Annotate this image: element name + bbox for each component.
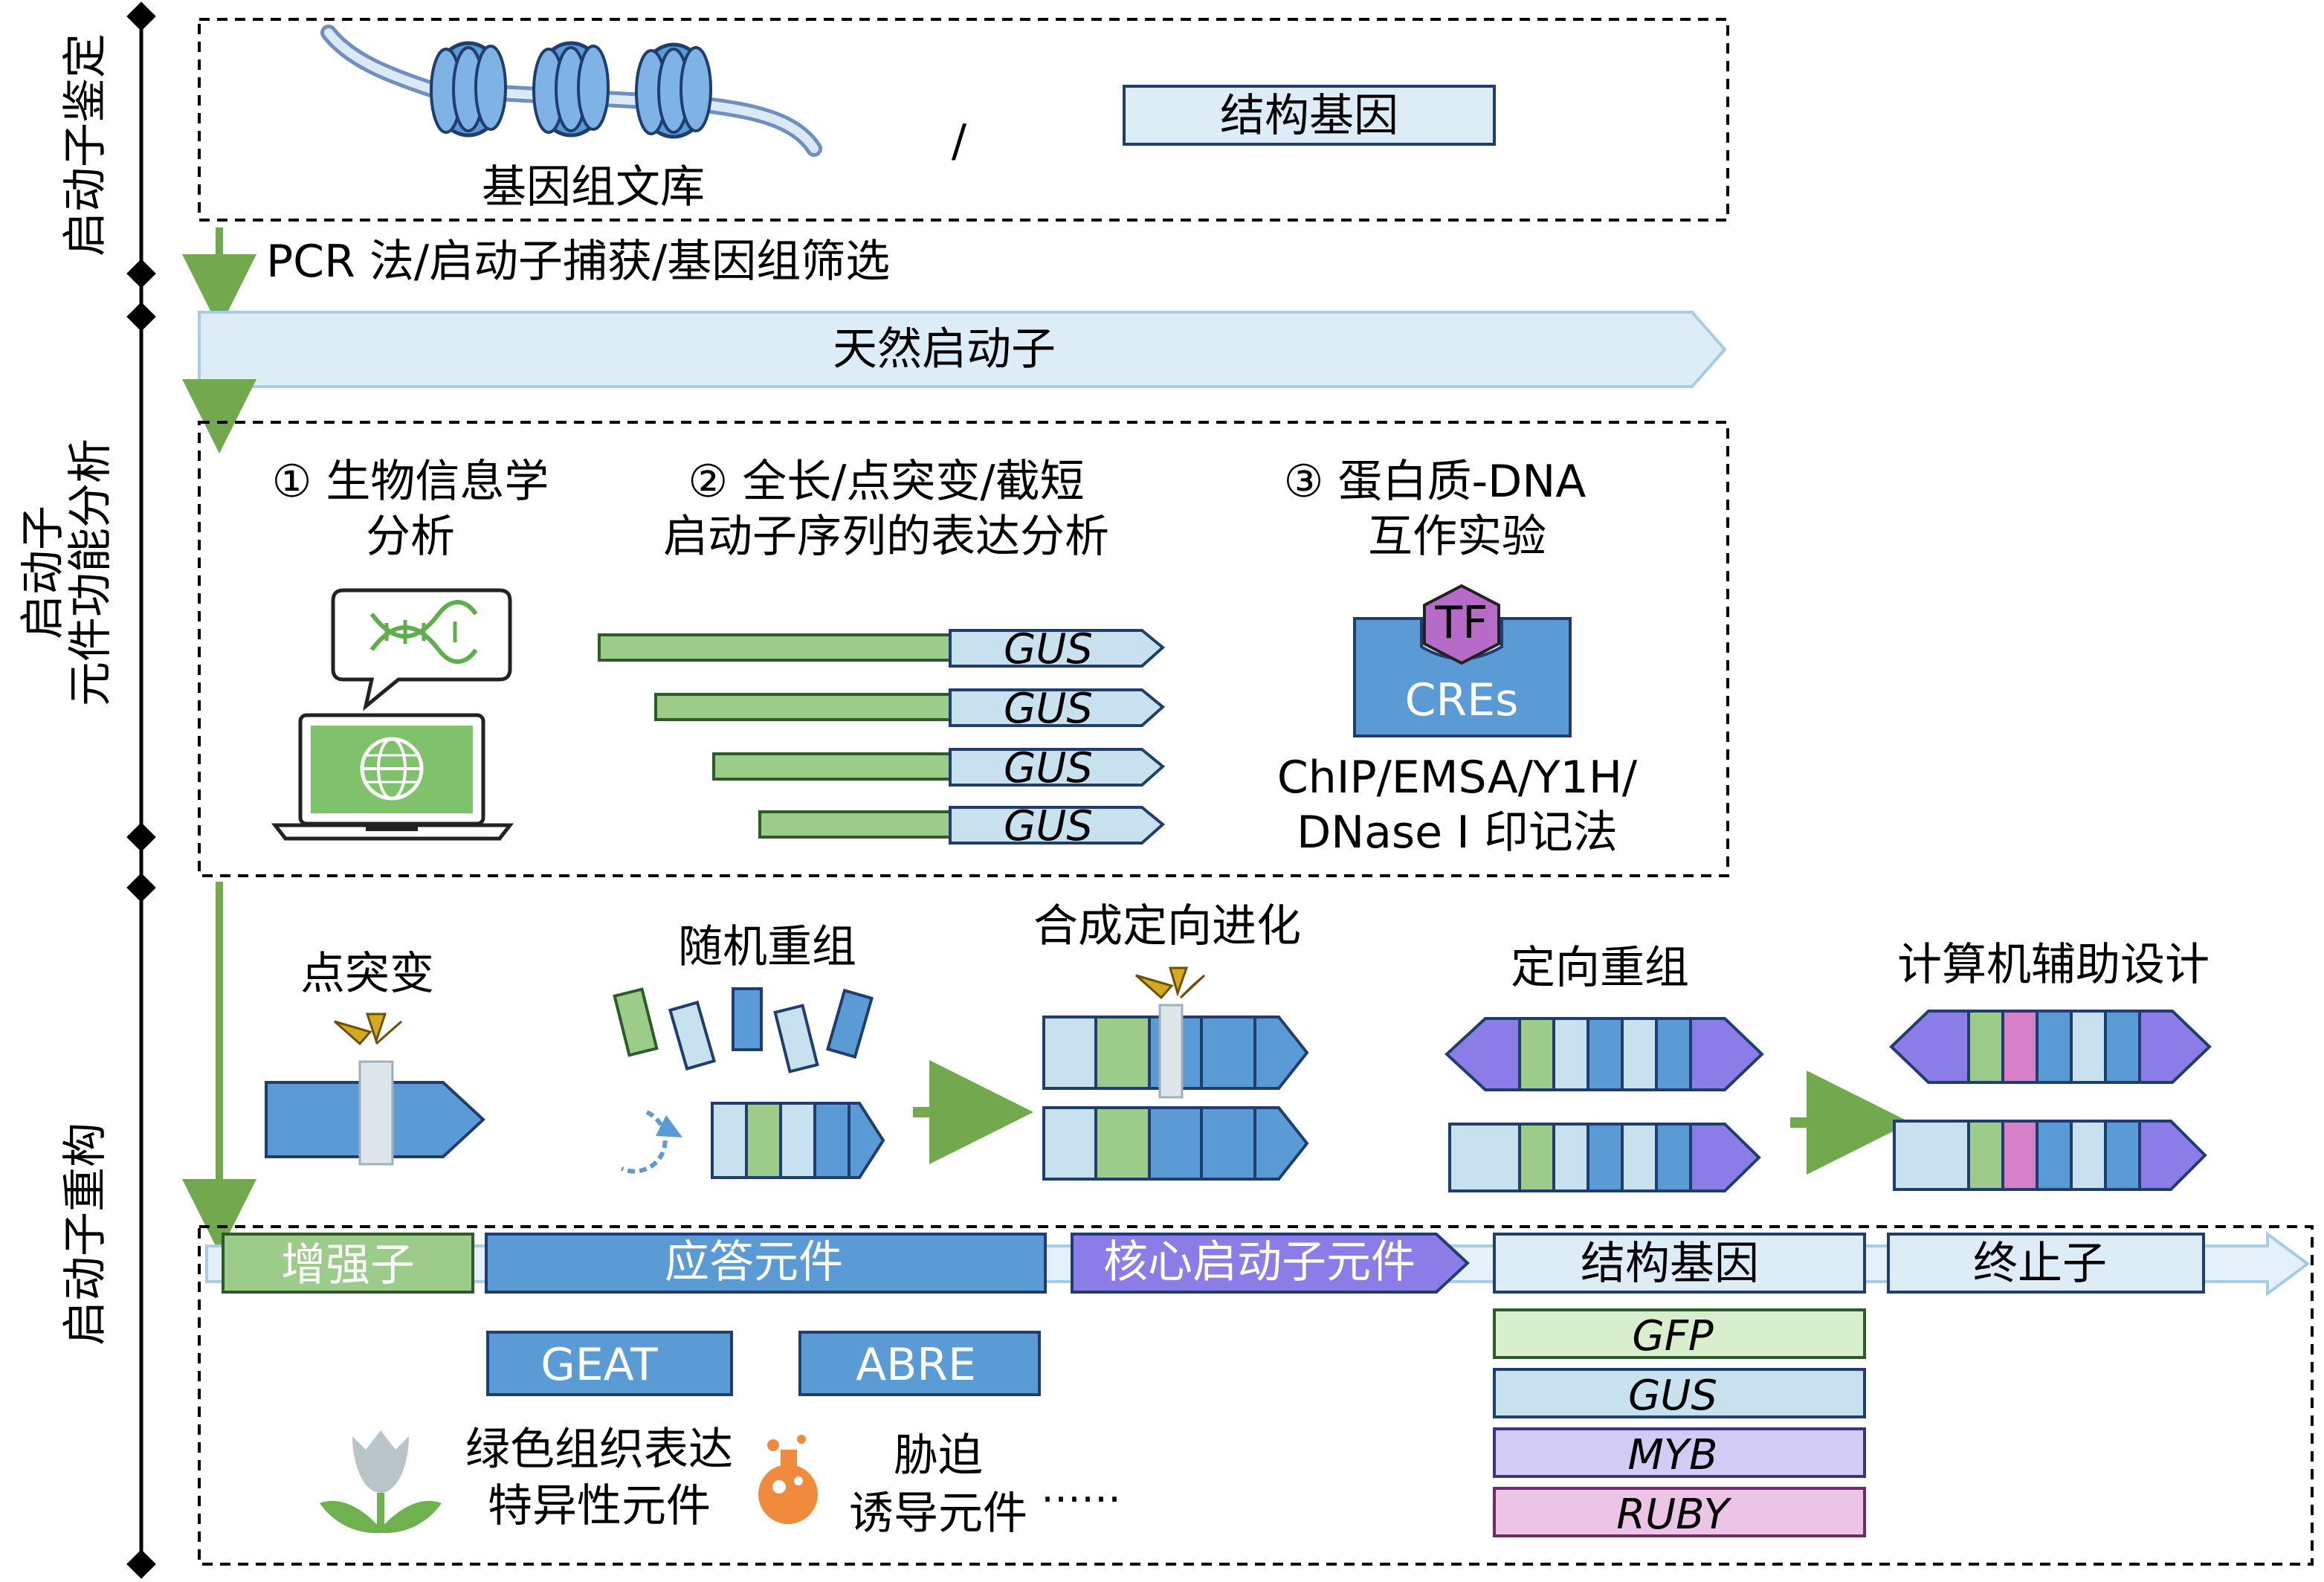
gfp-label: GFP (1632, 1312, 1714, 1360)
bioinfo-title-line1: ① 生物信息学 (272, 456, 549, 508)
structural-gene-label: 结构基因 (1220, 90, 1398, 142)
response-elements-box (485, 1233, 1047, 1294)
promoter-fragment (712, 752, 952, 781)
directed-evolution-label: 合成定向进化 (1033, 900, 1301, 952)
gfp-box (1493, 1308, 1866, 1359)
response-elements-label: 应答元件 (665, 1236, 843, 1288)
section-label-analysis-line1: 启动子 (17, 506, 69, 639)
promoter-fragment (598, 633, 952, 662)
stress-line1: 胁迫 (894, 1430, 983, 1482)
myb-box (1493, 1427, 1866, 1478)
timeline-marker (126, 1549, 156, 1579)
enhancer-box (222, 1233, 474, 1294)
random-recombination-icon (613, 987, 885, 1179)
core-promoter-label: 核心启动子元件 (1103, 1236, 1416, 1288)
myb-label: MYB (1628, 1431, 1718, 1479)
stress-flask-icon (758, 1435, 818, 1524)
expression-title-line1: ② 全长/点突变/截短 (688, 456, 1084, 508)
arch-structural-gene-box (1493, 1233, 1866, 1294)
abre-label: ABRE (856, 1339, 976, 1391)
structural-gene-box (1123, 85, 1496, 146)
protein-dna-title-line2: 互作实验 (1368, 511, 1546, 563)
promoter-fragment (654, 693, 952, 721)
directed-recombination-label: 定向重组 (1511, 942, 1689, 994)
geat-box (486, 1331, 733, 1396)
tf-label: TF (1434, 597, 1488, 649)
timeline-marker (126, 302, 156, 332)
genome-library-label: 基因组文库 (482, 161, 705, 213)
analysis-box (198, 421, 1729, 877)
gus-reporter (949, 688, 1166, 727)
gus-reporter (949, 806, 1166, 845)
geat-label: GEAT (540, 1339, 658, 1391)
section-label-identification: 启动子鉴定 (59, 33, 112, 256)
computer-design-label: 计算机辅助设计 (1897, 939, 2210, 991)
point-mutation-label: 点突变 (300, 948, 434, 1000)
architecture-box (198, 1225, 2314, 1566)
green-tissue-line1: 绿色组织表达 (465, 1424, 733, 1476)
assays-line1: ChIP/EMSA/Y1H/ (1277, 752, 1638, 804)
abre-box (798, 1331, 1041, 1396)
tulip-icon (320, 1430, 442, 1534)
slash-separator: / (952, 115, 967, 167)
stress-line2: 诱导元件 (849, 1488, 1027, 1540)
gus-box (1493, 1368, 1866, 1418)
section-label-reconstruction: 启动子重构 (59, 1123, 112, 1346)
gus-label: GUS (1004, 625, 1093, 674)
terminator-box (1887, 1233, 2205, 1294)
assays-line2: DNase I 印记法 (1297, 807, 1618, 859)
timeline-marker (126, 873, 156, 903)
truncation-series: GUS GUS GUS GUS (598, 625, 1166, 850)
ellipsis: …… (1041, 1465, 1121, 1511)
arch-structural-gene-label: 结构基因 (1581, 1238, 1759, 1290)
laptop-dna-icon (271, 588, 514, 841)
gus-label: GUS (1004, 685, 1093, 733)
green-tissue-line2: 特异性元件 (488, 1480, 711, 1532)
ruby-label: RUBY (1616, 1491, 1731, 1539)
protein-dna-title-line1: ③ 蛋白质-DNA (1284, 456, 1587, 508)
core-promoter-box (1071, 1233, 1470, 1294)
timeline-marker (126, 1, 156, 31)
timeline-marker (126, 822, 156, 852)
gus-label: GUS (1004, 744, 1093, 792)
section-label-analysis-line2: 元件功能分析 (65, 439, 117, 706)
terminator-label: 终止子 (1973, 1238, 2107, 1290)
promoter-fragment (758, 810, 952, 839)
reporter-gene-list: GFP GUS MYB RUBY (1493, 1308, 1866, 1539)
bioinfo-title-line2: 分析 (366, 511, 455, 563)
timeline-marker (126, 259, 156, 288)
identification-box (198, 18, 1729, 222)
natural-promoter-label: 天然启动子 (833, 323, 1056, 375)
identification-methods: PCR 法/启动子捕获/基因组筛选 (266, 236, 890, 288)
natural-promoter-arrow (198, 311, 1727, 388)
gus-reporter (949, 629, 1166, 668)
computer-design-icon (1889, 1010, 2212, 1191)
cre-label: CREs (1405, 674, 1519, 726)
tf-binding-icon: CREs TF (1353, 584, 1572, 737)
tf-hexagon (1423, 584, 1500, 665)
ruby-box (1493, 1487, 1866, 1537)
enhancer-label: 增强子 (281, 1239, 415, 1291)
gus-label: GUS (1628, 1372, 1717, 1420)
left-timeline (126, 1, 156, 1579)
directed-evolution-icon (1042, 966, 1309, 1181)
gus-reporter (949, 748, 1166, 787)
random-recombination-label: 随机重组 (678, 921, 856, 973)
expression-title-line2: 启动子序列的表达分析 (663, 511, 1109, 563)
directed-recombination-icon (1445, 1017, 1764, 1192)
point-mutation-icon (265, 1013, 485, 1166)
gus-label: GUS (1004, 802, 1093, 850)
chromatin-icon (320, 25, 822, 157)
